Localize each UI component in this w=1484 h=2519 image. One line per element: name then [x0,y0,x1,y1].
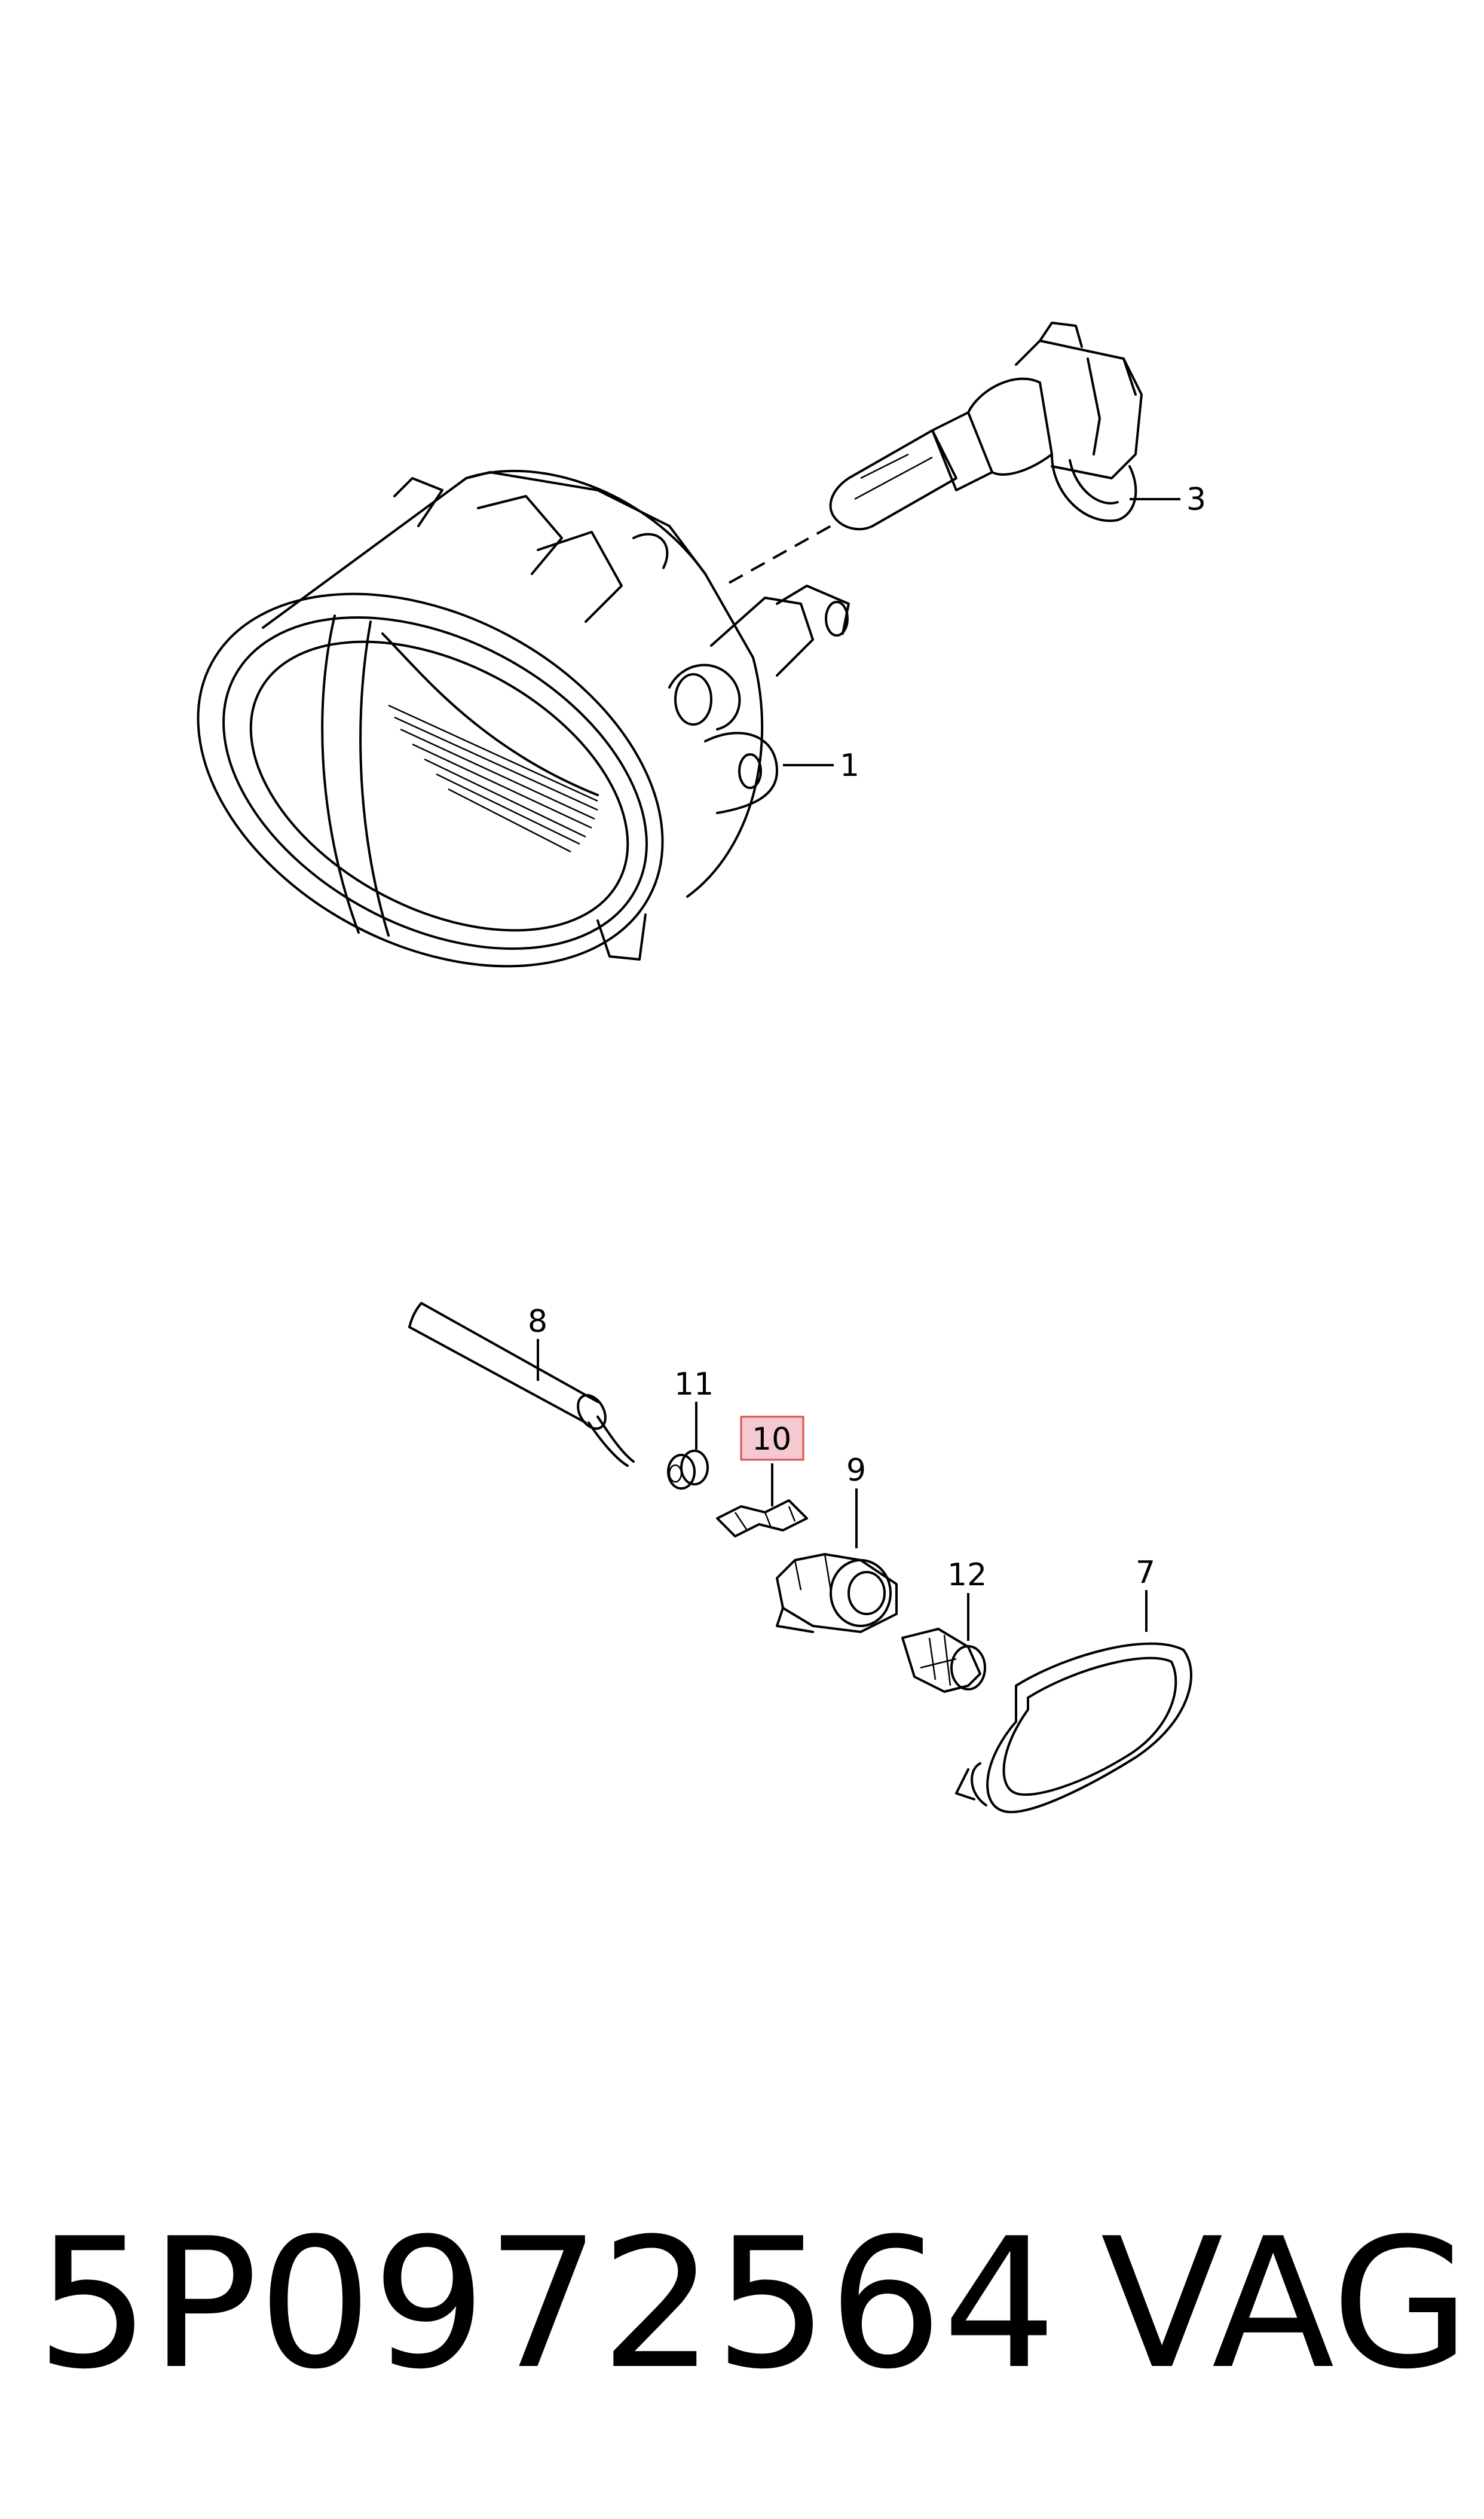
h8-bulb [829,322,1143,531]
part-number: 5P0972564 [36,2200,1057,2408]
callout-1: 1 [840,748,859,784]
fog-lamp-housing [197,469,850,968]
callout-8: 8 [528,1304,547,1340]
callout-10: 10 [752,1421,791,1457]
side-indicator [955,1642,1192,1814]
leader-lines [537,498,1180,1641]
grommet [667,1450,709,1490]
flat-contact [716,1499,808,1537]
callout-7: 7 [1136,1555,1155,1591]
assembly-axis [729,525,831,584]
bulb-holder [776,1553,898,1633]
callout-9: 9 [846,1453,866,1488]
wiring-sleeve [408,1302,635,1467]
callout-11: 11 [674,1367,714,1402]
callout-3: 3 [1186,482,1206,518]
callout-10-highlight [740,1416,804,1461]
callout-12: 12 [947,1557,987,1593]
brand-label: VAG [1100,2200,1470,2408]
reflector-hatching [388,704,598,853]
wedge-bulb [901,1628,986,1693]
